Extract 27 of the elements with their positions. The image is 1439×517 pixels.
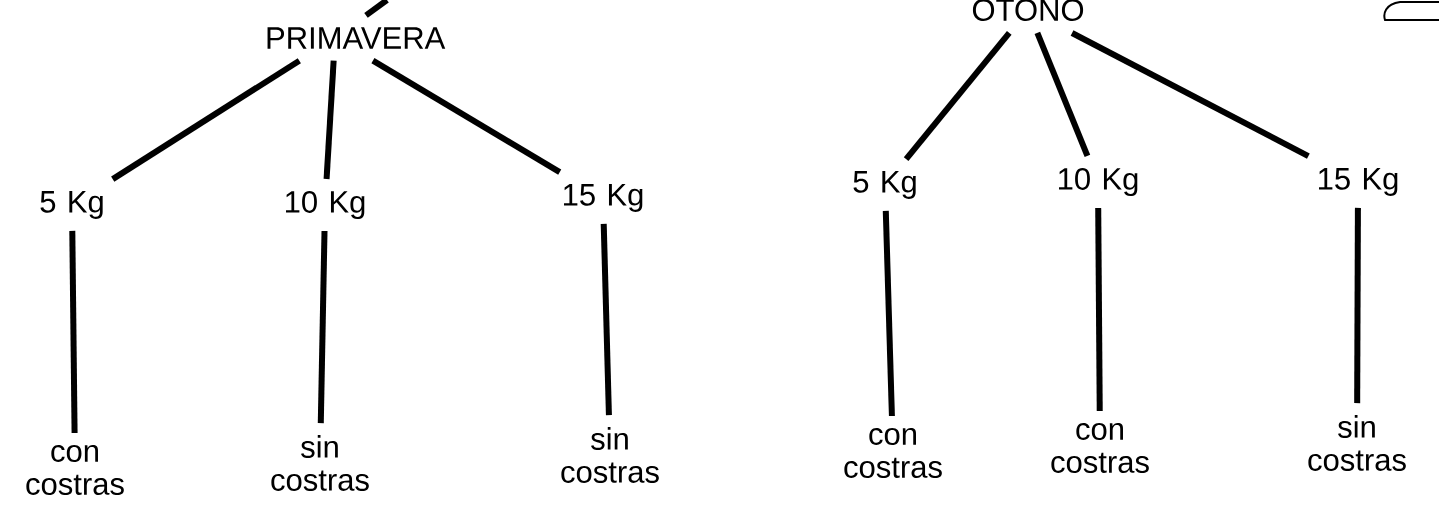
node-label: 15 Kg — [564, 184, 643, 212]
node-label: 10 Kg — [1059, 167, 1138, 197]
node-label: con costras — [844, 428, 942, 478]
connector-line — [69, 230, 78, 434]
node-label: con costras — [26, 445, 124, 495]
connector-line — [600, 223, 612, 416]
node-label: 5 Kg — [40, 191, 103, 219]
connector-line — [903, 31, 1012, 162]
node-label: sin costras — [561, 427, 659, 483]
connector-line — [1034, 31, 1091, 158]
node-label: 5 Kg — [853, 171, 916, 199]
connector-line — [1095, 208, 1103, 412]
node-label: OTONO — [972, 0, 1084, 21]
node-label: 10 Kg — [286, 190, 365, 220]
connector-line — [1070, 30, 1310, 159]
connector-line — [364, 0, 389, 18]
connector-line — [111, 58, 301, 182]
connector-line — [317, 231, 328, 424]
node-label: sin costras — [271, 435, 369, 491]
node-label: sin costras — [1308, 415, 1406, 471]
node-label: 15 Kg — [1319, 168, 1398, 196]
node-label: PRIMAVERA — [267, 27, 446, 49]
connector-line — [882, 210, 895, 417]
connector-line — [371, 58, 562, 175]
connector-line — [1354, 207, 1361, 404]
node-label: con costras — [1051, 423, 1149, 473]
connector-line — [323, 60, 337, 180]
